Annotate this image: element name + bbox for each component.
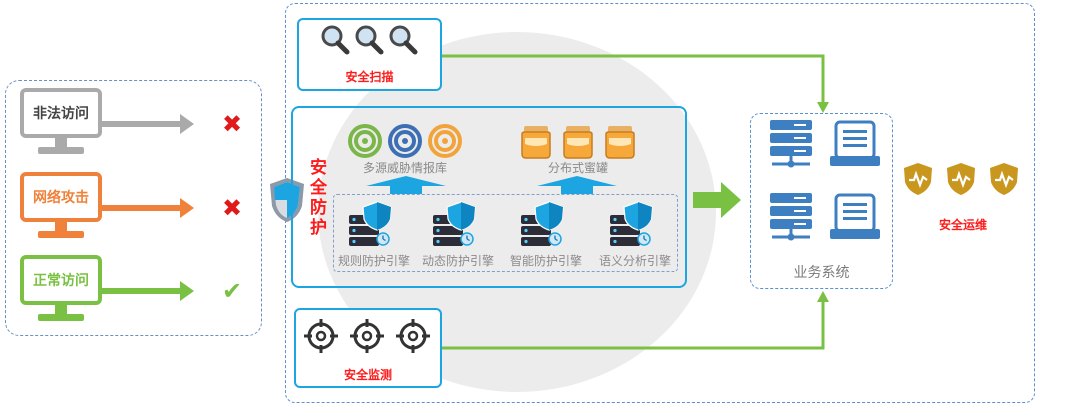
engine-label: 语义分析引擎 [598,254,671,268]
security-scan-label: 安全扫描 [345,70,394,84]
engines-panel [333,194,678,272]
document-icon [830,120,880,166]
arrow-shaft [102,288,182,294]
server-shield-icon [521,201,564,246]
document-icon [830,193,880,239]
access-label: 网络攻击 [33,190,89,206]
security-scan-card [297,18,442,91]
business-system-box [750,113,893,289]
server-icon [770,120,812,168]
security-ops-label: 安全运维 [938,218,987,232]
access-arrow [102,198,194,218]
monitor-neck [55,305,67,315]
cross-icon: ✖ [222,194,243,222]
arrow-shaft [102,121,182,127]
access-monitor: 正常访问 [20,255,102,325]
engine-label: 动态防护引擎 [421,254,494,268]
arrow-shaft [102,205,182,211]
monitor-to-business-line [442,291,829,350]
shield-icon [270,178,304,222]
access-monitor-screen: 正常访问 [20,255,102,305]
radar-icons [348,124,462,158]
security-monitor-label: 安全监测 [343,368,392,382]
honeypot-label: 分布式蜜罐 [547,161,608,175]
check-icon: ✔ [222,277,243,305]
engine-label: 规则防护引擎 [337,254,410,268]
protection-to-business-arrow [693,182,741,218]
security-protection-box [291,106,687,288]
access-monitor: 非法访问 [20,88,102,158]
access-label: 非法访问 [33,106,89,122]
security-protection-label: 安 全 防 护 [310,158,327,238]
access-monitor-screen: 非法访问 [20,88,102,138]
server-shield-icon [349,201,392,246]
server-icon [770,193,812,241]
server-shield-icon [433,201,476,246]
scan-to-business-line [442,54,829,113]
monitor-stand [38,147,84,154]
access-panel [5,80,262,336]
ops-shield-icons [904,162,1020,196]
arrow-head [180,198,194,218]
arrow-head [180,114,194,134]
target-icons [304,318,432,354]
access-monitor: 网络攻击 [20,172,102,242]
server-shield-icon [610,201,653,246]
up-arrow-threat-intel [366,176,446,194]
engine-label: 智能防护引擎 [509,254,582,268]
monitor-neck [55,222,67,232]
access-arrow [102,114,194,134]
honeypot-icons [521,125,635,159]
access-label: 正常访问 [33,273,89,289]
arrow-head [180,281,194,301]
monitor-stand [38,314,84,321]
magnifier-icons [321,24,424,55]
cross-icon: ✖ [222,110,243,138]
monitor-neck [55,138,67,148]
up-arrow-honeypot [537,176,617,194]
threat-intel-label: 多源威胁情报库 [362,161,447,175]
monitor-stand [38,231,84,238]
access-monitor-screen: 网络攻击 [20,172,102,222]
business-system-label: 业务系统 [793,265,850,281]
access-arrow [102,281,194,301]
